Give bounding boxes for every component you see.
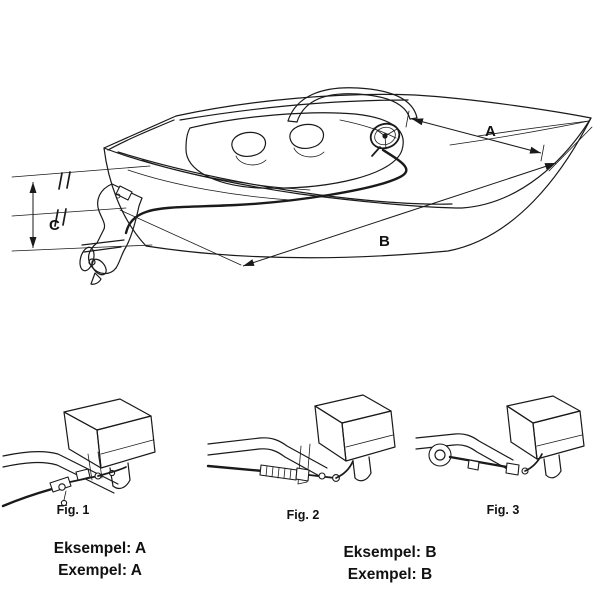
- figure-1-caption: Fig. 1: [56, 503, 90, 517]
- steering-wheel: [369, 122, 401, 157]
- boat-hull: [103, 93, 592, 259]
- fig3-boat-rail: [415, 433, 514, 471]
- fig3-outboard-motor: [506, 395, 585, 479]
- dimension-b-label: B: [379, 233, 390, 250]
- fig1-outboard-motor: [63, 398, 156, 490]
- fig1-steering-cable-assembly: [1, 466, 127, 508]
- example-b-caption: Eksempel: B Exempel: B: [302, 542, 478, 586]
- windshield: [287, 87, 418, 123]
- boat-illustration: [11, 87, 593, 285]
- figure-2-caption: Fig. 2: [286, 508, 320, 522]
- fig3-tilt-tube-steering: [428, 443, 543, 476]
- example-a-line2: Exempel: A: [58, 562, 142, 579]
- fig2-outboard-motor: [297, 394, 396, 485]
- dimension-b: [119, 126, 593, 267]
- dimension-c-label: C: [49, 217, 60, 234]
- example-b-line2: Exempel: B: [347, 566, 433, 583]
- cockpit-seats: [231, 123, 325, 166]
- fig2-boat-rail: [207, 437, 328, 479]
- steering-cable: [124, 148, 408, 235]
- dimension-c: [11, 165, 153, 252]
- example-a-caption: Eksempel: A Exempel: A: [12, 538, 188, 582]
- figure-3-illustration: [415, 395, 585, 479]
- fig2-steering-cable-assembly: [206, 460, 354, 482]
- figure-2-illustration: [206, 394, 396, 485]
- example-a-line1: Eksempel: A: [53, 540, 147, 557]
- figure-1-illustration: [1, 398, 156, 508]
- fig1-boat-rail: [2, 450, 119, 494]
- example-b-line1: Eksempel: B: [343, 544, 437, 561]
- dimension-a-label: A: [485, 123, 496, 140]
- dimension-a: [405, 110, 545, 162]
- stern-drive: [79, 183, 143, 285]
- figure-3-caption: Fig. 3: [486, 503, 520, 517]
